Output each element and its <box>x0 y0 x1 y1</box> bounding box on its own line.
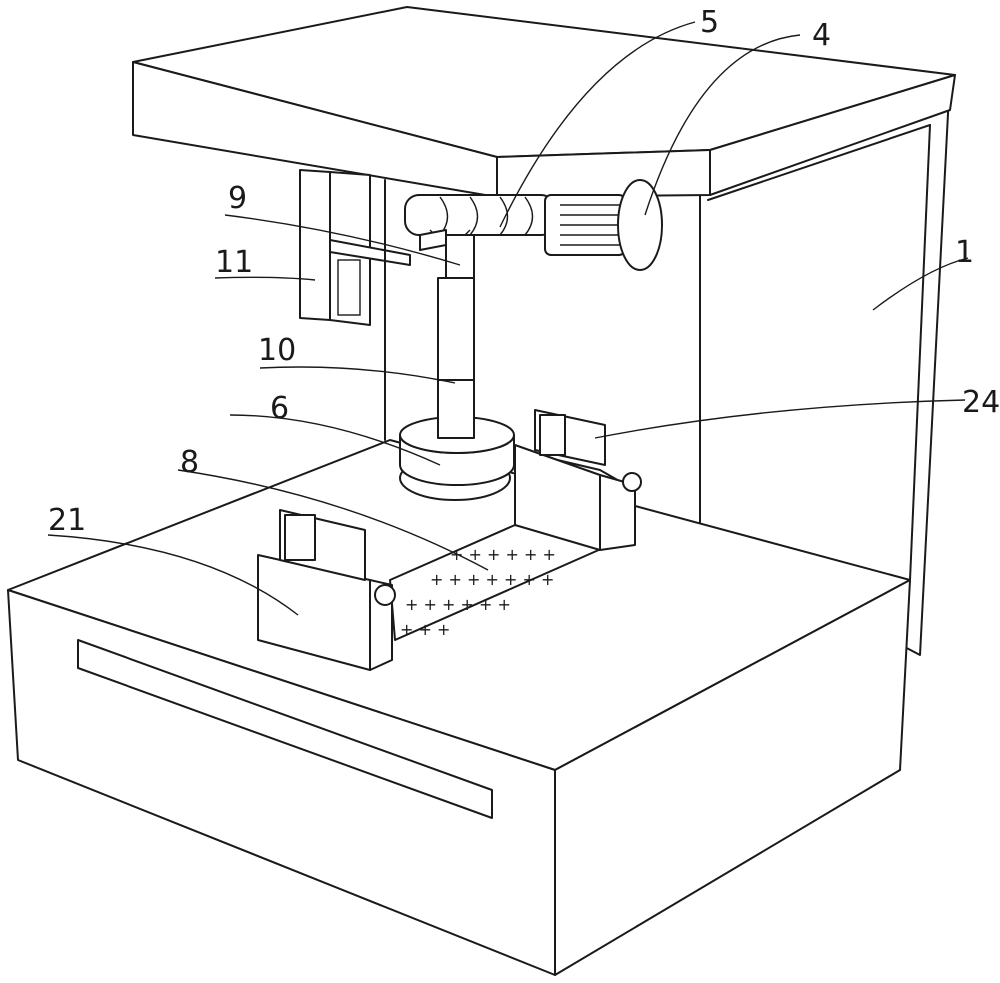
label-9: 9 <box>228 181 247 216</box>
label-1: 1 <box>955 235 974 270</box>
svg-text:+ + +: + + + <box>400 620 450 639</box>
label-10: 10 <box>258 333 296 368</box>
label-24: 24 <box>962 385 1000 420</box>
drawer-slot <box>77 639 493 819</box>
label-4: 4 <box>812 18 831 53</box>
leader-lines <box>47 21 969 616</box>
label-21: 21 <box>48 503 86 538</box>
clamp-block-21 <box>257 509 396 671</box>
rack-bracket <box>299 169 411 441</box>
svg-text:+ + + + + + +: + + + + + + + <box>430 570 554 589</box>
label-8: 8 <box>180 445 199 480</box>
svg-text:+ + + + + +: + + + + + + <box>450 545 556 564</box>
frame-body <box>699 74 951 656</box>
svg-text:+ + + + + +: + + + + + + <box>405 595 511 614</box>
label-6: 6 <box>270 391 289 426</box>
clamp-block-24 <box>514 409 642 551</box>
press-head <box>399 379 515 501</box>
top-plate <box>132 6 956 198</box>
label-11: 11 <box>215 245 253 280</box>
label-5: 5 <box>700 5 719 40</box>
